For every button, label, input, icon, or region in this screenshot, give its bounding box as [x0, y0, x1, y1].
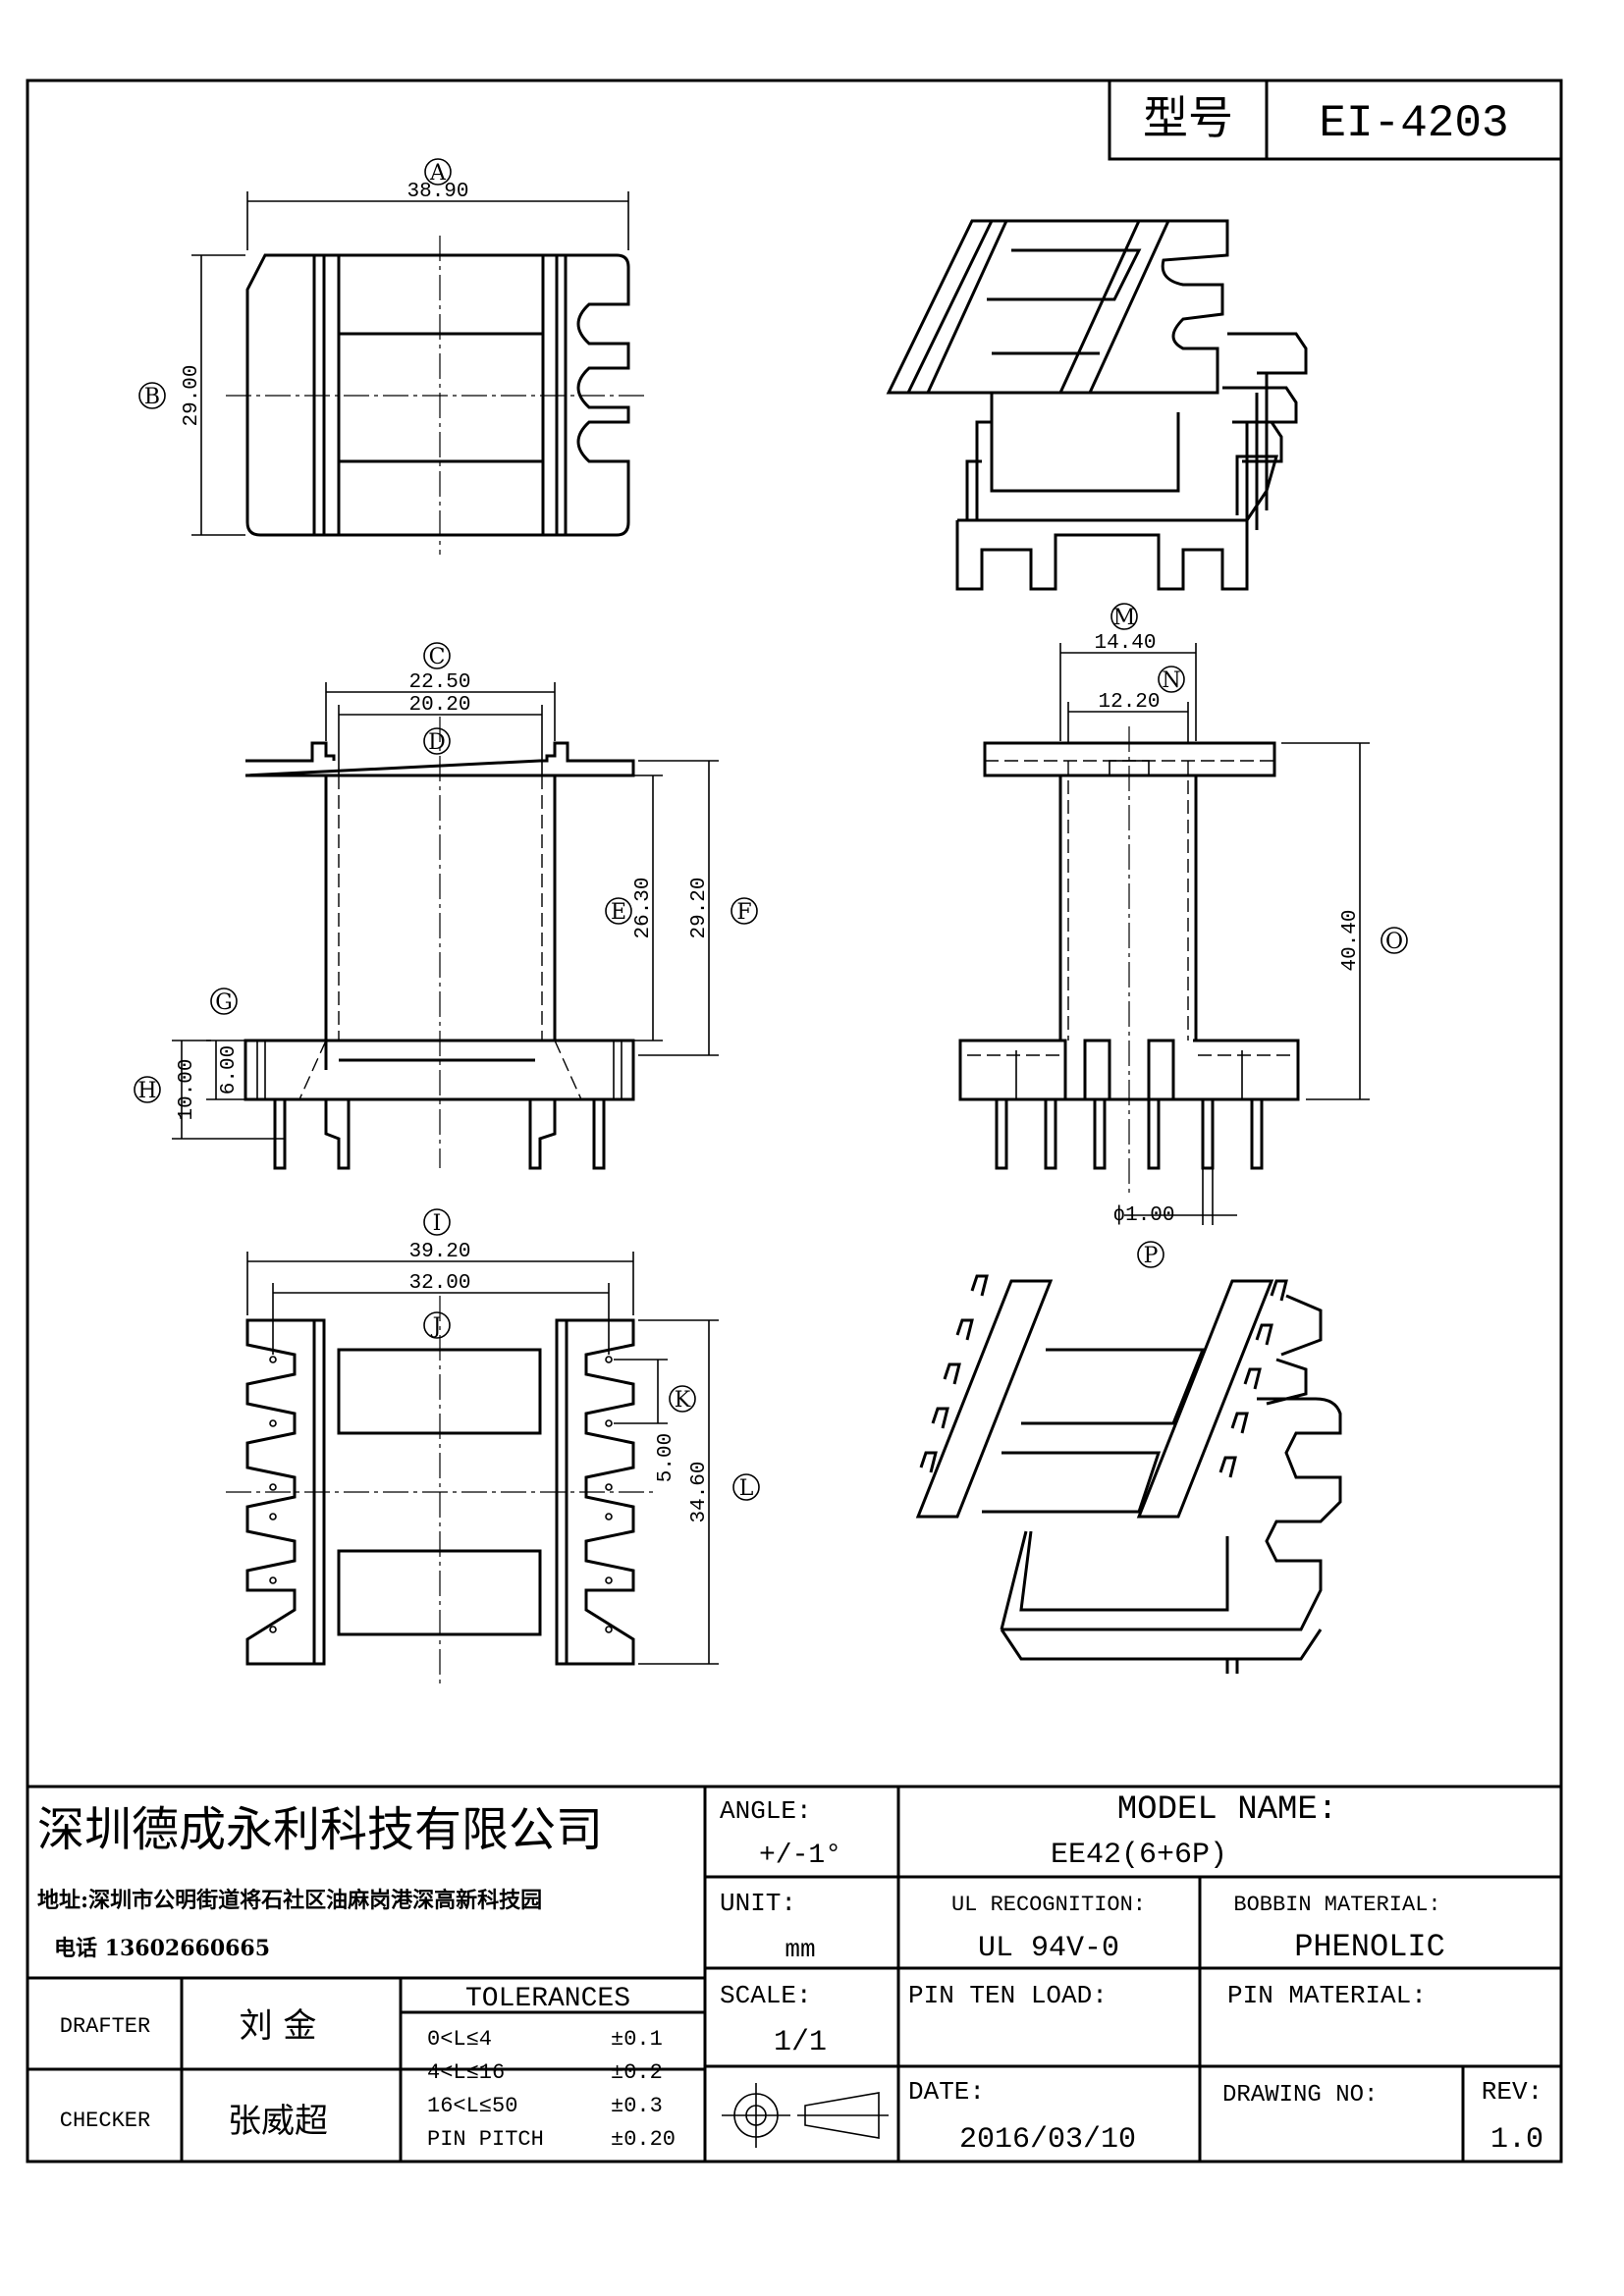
ul-label: UL RECOGNITION: [951, 1893, 1146, 1917]
dim-P-value: ϕ1.00 [1112, 1204, 1174, 1227]
label-D: D [428, 730, 446, 755]
front-view: 22.50 C 20.20 D 26.30 E 29.20 F 6.00 G [134, 642, 758, 1170]
dim-F-value: 29.20 [688, 877, 711, 938]
bottom-view: 39.20 I 32.00 J 5.00 K 34.60 L [226, 1208, 760, 1688]
dim-H-value: 10.00 [176, 1058, 198, 1120]
tolerance-range: 4<L≤16 [427, 2060, 505, 2085]
model-box: 型号 EI-4203 [1108, 79, 1563, 161]
drafter-name: 刘 金 [240, 2006, 317, 2046]
model-name-value: EE42(6+6P) [1051, 1839, 1227, 1872]
label-I: I [433, 1211, 442, 1236]
ul-value: UL 94V-0 [978, 1932, 1119, 1965]
label-G: G [215, 990, 233, 1015]
company-address: 地址:深圳市公明街道将石社区油麻岗港深高新科技园 [37, 1888, 542, 1913]
label-L: L [739, 1476, 754, 1501]
dim-D-value: 20.20 [408, 694, 470, 717]
dim-I-value: 39.20 [408, 1241, 470, 1263]
label-K: K [675, 1388, 691, 1413]
top-view: 38.90 A 29.00 B [138, 158, 648, 555]
unit-label: UNIT: [720, 1889, 796, 1918]
label-A: A [429, 161, 447, 186]
tolerance-value: ±0.20 [611, 2127, 676, 2152]
unit-value: mm [785, 1935, 815, 1964]
bobbin-material-value: PHENOLIC [1294, 1929, 1445, 1965]
isometric-view-1 [886, 219, 1308, 591]
tolerance-value: ±0.1 [611, 2027, 663, 2052]
angle-value: +/-1° [759, 1841, 841, 1871]
date-label: DATE: [908, 2077, 985, 2107]
dim-L-value: 34.60 [688, 1461, 711, 1522]
label-P: P [1144, 1244, 1159, 1268]
label-B: B [144, 385, 160, 409]
dim-O-value: 40.40 [1339, 909, 1362, 971]
label-M: M [1113, 606, 1136, 630]
label-H: H [137, 1079, 156, 1103]
dim-B-value: 29.00 [181, 364, 203, 426]
projection-symbol [722, 2083, 889, 2148]
tolerance-range: PIN PITCH [427, 2127, 544, 2152]
company-name: 深圳德成永利科技有限公司 [37, 1802, 603, 1857]
tolerances-label: TOLERANCES [465, 1984, 630, 2014]
dim-C-value: 22.50 [408, 671, 470, 694]
tolerance-value: ±0.3 [611, 2094, 663, 2118]
tolerance-value: ±0.2 [611, 2060, 663, 2085]
label-N: N [1162, 668, 1180, 693]
scale-value: 1/1 [774, 2026, 827, 2059]
dim-N-value: 12.20 [1098, 691, 1160, 714]
pin-material-label: PIN MATERIAL: [1227, 1981, 1427, 2010]
side-view: 14.40 M 12.20 N 40.40 O ϕ1.00 P [958, 603, 1408, 1268]
drawing-no-label: DRAWING NO: [1222, 2082, 1378, 2109]
rev-label: REV: [1482, 2077, 1543, 2107]
dim-M-value: 14.40 [1094, 632, 1156, 655]
rev-value: 1.0 [1490, 2123, 1543, 2157]
dim-A-value: 38.90 [406, 181, 468, 203]
isometric-view-2 [915, 1274, 1342, 1674]
dim-J-value: 32.00 [408, 1272, 470, 1295]
label-J: J [431, 1314, 442, 1339]
model-name-label: MODEL NAME: [1117, 1791, 1337, 1829]
bobbin-material-label: BOBBIN MATERIAL: [1233, 1893, 1440, 1917]
checker-label: CHECKER [60, 2109, 150, 2133]
pin-ten-load-label: PIN TEN LOAD: [908, 1981, 1108, 2010]
scale-label: SCALE: [720, 1981, 812, 2010]
label-O: O [1385, 930, 1403, 954]
tolerance-range: 16<L≤50 [427, 2094, 517, 2118]
dim-E-value: 26.30 [632, 877, 655, 938]
label-E: E [611, 900, 626, 925]
model-value: EI-4203 [1319, 98, 1508, 149]
drafter-label: DRAFTER [60, 2014, 150, 2039]
date-value: 2016/03/10 [959, 2123, 1136, 2157]
tolerance-range: 0<L≤4 [427, 2027, 492, 2052]
checker-name: 张威超 [228, 2102, 328, 2141]
label-C: C [429, 645, 446, 669]
drawing-border [26, 79, 1563, 2163]
company-phone: 电话 13602660665 [54, 1936, 270, 1961]
angle-label: ANGLE: [720, 1796, 812, 1826]
label-F: F [736, 900, 751, 925]
model-label: 型号 [1143, 91, 1233, 144]
dim-K-value: 5.00 [655, 1433, 677, 1482]
dim-G-value: 6.00 [218, 1045, 241, 1095]
title-block: 深圳德成永利科技有限公司 地址:深圳市公明街道将石社区油麻岗港深高新科技园 电话… [27, 1785, 1561, 2162]
